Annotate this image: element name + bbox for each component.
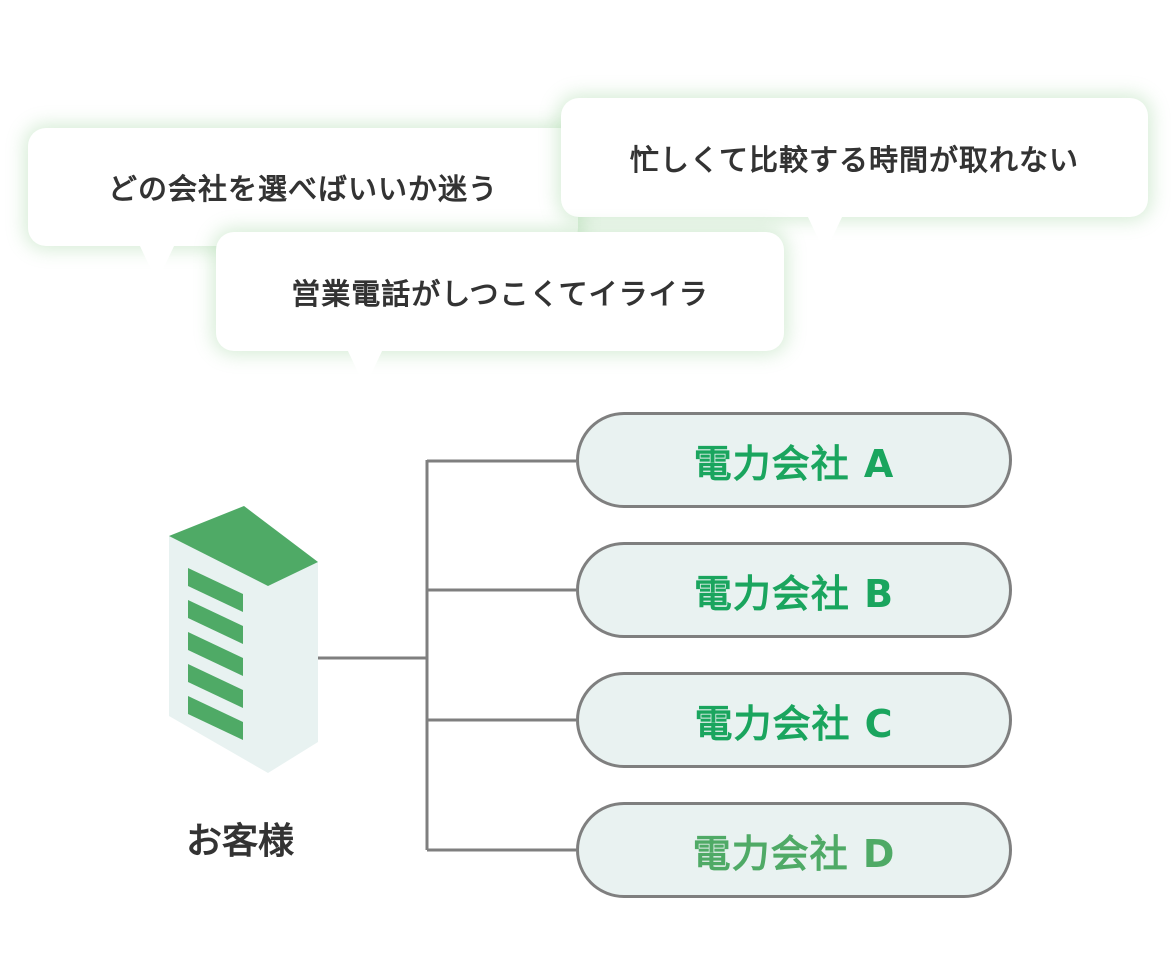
office-building-icon (169, 506, 318, 773)
speech-bubble-1: どの会社を選べばいいか迷う (28, 128, 578, 282)
customer-label: お客様 (185, 821, 294, 862)
company-a-box: 電力会社 A (576, 412, 1012, 508)
speech-bubble-text: 営業電話がしつこくてイライラ (291, 276, 709, 311)
speech-bubble-tail (347, 349, 383, 387)
speech-bubble-text: 忙しくて比較する時間が取れない (629, 142, 1080, 177)
company-c-box: 電力会社 C (576, 672, 1012, 768)
speech-bubble-2: 忙しくて比較する時間が取れない (561, 98, 1148, 253)
speech-bubble-3: 営業電話がしつこくてイライラ (216, 232, 784, 387)
speech-bubble-tail (139, 244, 175, 282)
company-b-box: 電力会社 B (576, 542, 1012, 638)
speech-bubble-tail (807, 215, 843, 253)
company-d-box: 電力会社 D (576, 802, 1012, 898)
connector-lines (318, 459, 576, 852)
speech-bubble-text: どの会社を選べばいいか迷う (107, 172, 498, 206)
